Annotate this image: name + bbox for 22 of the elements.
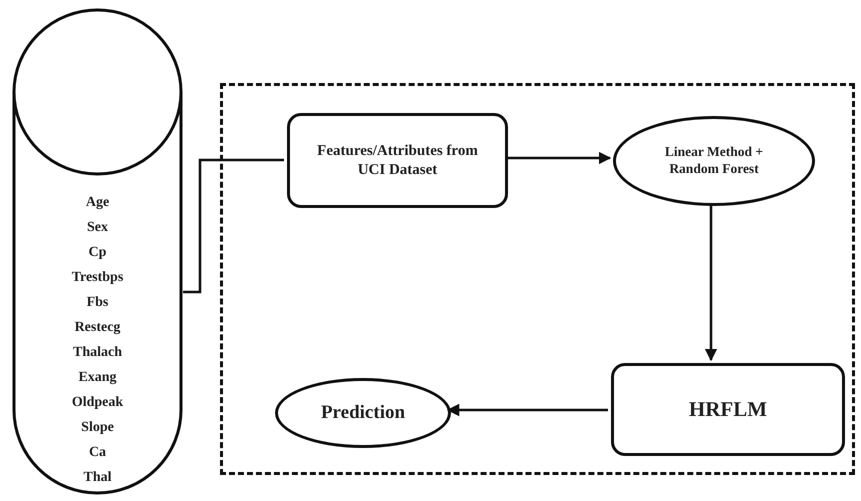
process-ellipse: Prediction bbox=[275, 378, 451, 448]
arrow bbox=[505, 152, 612, 164]
arrow bbox=[446, 404, 608, 416]
process-box: Features/Attributes from UCI Dataset bbox=[287, 113, 508, 208]
attribute-label: Slope bbox=[81, 419, 114, 437]
attribute-label: Fbs bbox=[86, 294, 108, 312]
attribute-label: Restecg bbox=[74, 319, 120, 337]
process-ellipse: Linear Method + Random Forest bbox=[613, 116, 815, 206]
process-box: HRFLM bbox=[611, 363, 845, 456]
attribute-label: Sex bbox=[87, 219, 108, 237]
attribute-label: Trestbps bbox=[72, 269, 124, 287]
attribute-label: Thalach bbox=[72, 344, 122, 362]
dashed-boundary bbox=[220, 83, 855, 475]
attribute-label: Exang bbox=[78, 369, 117, 387]
attribute-label: Oldpeak bbox=[72, 394, 124, 412]
database-cylinder bbox=[12, 8, 183, 495]
arrow bbox=[704, 203, 718, 362]
attribute-label: Cp bbox=[88, 244, 106, 262]
connector-line bbox=[183, 158, 284, 294]
attribute-label: Thal bbox=[83, 469, 112, 487]
attribute-label: Age bbox=[86, 194, 110, 212]
attribute-label: Ca bbox=[88, 444, 106, 462]
